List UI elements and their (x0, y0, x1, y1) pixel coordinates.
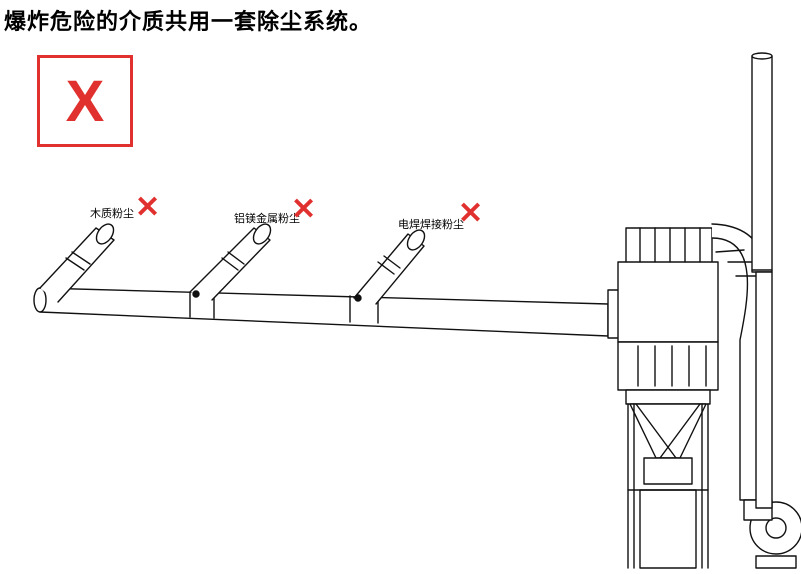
duct-inlet (33, 287, 47, 313)
cross-mark-wood: ✕ (135, 191, 161, 224)
cross-mark-welding: ✕ (458, 197, 484, 230)
prohibited-badge: X (37, 55, 133, 147)
branch-label-wood: 木质粉尘 (90, 207, 134, 220)
page-heading: 爆炸危险的介质共用一套除尘系统。 (4, 10, 373, 35)
dust-collector (617, 227, 719, 569)
branch-duct-3 (353, 229, 426, 305)
cross-mark-metal: ✕ (291, 193, 317, 226)
branch-duct-2 (189, 223, 272, 301)
branch-label-metal: 铝镁金属粉尘 (234, 212, 300, 225)
chimney-stack (751, 52, 773, 509)
cross-icon: X (65, 68, 105, 134)
branch-duct-1 (39, 223, 115, 303)
exhaust-fan (743, 499, 801, 569)
main-duct (39, 287, 609, 337)
branch-label-welding: 电焊焊接粉尘 (398, 218, 464, 231)
